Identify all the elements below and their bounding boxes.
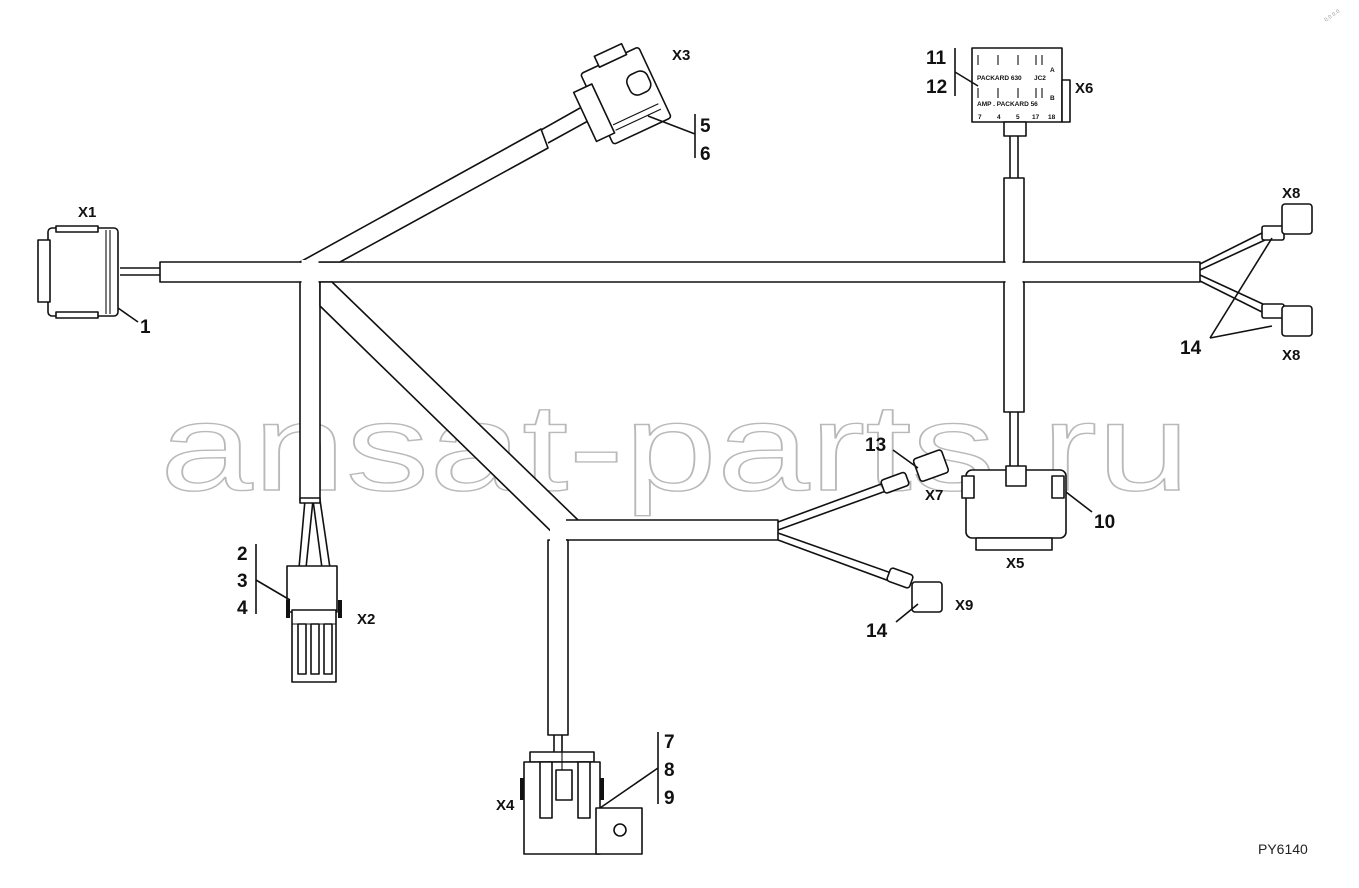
x6-pin-label: 7: [978, 114, 982, 121]
x6-row-a-marking: A: [1050, 67, 1055, 74]
main-trunk-harness: [159, 261, 1201, 283]
branch-harness-x3: [299, 128, 549, 263]
callout-10: 10: [1094, 512, 1115, 533]
branch-harness-x6: [1003, 177, 1025, 263]
branch-harness-x5: [1003, 281, 1025, 413]
x6-pin-label: 17: [1032, 114, 1040, 121]
connector-label-x3: X3: [672, 47, 690, 64]
x6-packard630-marking: PACKARD 630: [977, 75, 1022, 82]
callout-14-x9: 14: [866, 621, 888, 642]
branch-harness-x2: [299, 281, 321, 501]
connector-x3: [572, 42, 672, 145]
x6-jc2-marking: JC2: [1034, 75, 1046, 82]
connector-label-x6: X6: [1075, 80, 1093, 97]
callout-9: 9: [664, 788, 675, 809]
callout-6: 6: [700, 144, 711, 165]
connector-x2: [286, 565, 342, 683]
connector-x7: [880, 449, 950, 494]
connector-x1: [37, 225, 119, 319]
connector-label-x5: X5: [1006, 555, 1024, 572]
branch-harness-x4: [547, 539, 569, 736]
connector-label-x8-top: X8: [1282, 185, 1300, 202]
connector-x6: PACKARD 630 JC2 A B AMP . PACKARD 56 7 4…: [971, 47, 1071, 137]
callout-12: 12: [926, 77, 947, 98]
x6-pin-label: 18: [1048, 114, 1056, 121]
callout-14-right: 14: [1180, 338, 1202, 359]
connector-label-x2: X2: [357, 611, 375, 628]
callout-1: 1: [140, 317, 151, 338]
callout-8: 8: [664, 760, 675, 781]
drawing-reference: PY6140: [1258, 841, 1308, 857]
x6-row-b-marking: B: [1050, 95, 1055, 102]
callout-13: 13: [865, 435, 886, 456]
connector-label-x7: X7: [925, 487, 943, 504]
callout-3: 3: [237, 571, 248, 592]
connector-label-x9: X9: [955, 597, 973, 614]
connector-label-x4: X4: [496, 797, 515, 814]
connector-label-x1: X1: [78, 204, 96, 221]
callout-2: 2: [237, 544, 248, 565]
connector-x4: [520, 736, 643, 855]
callout-5: 5: [700, 116, 711, 137]
x6-pin-label: 5: [1016, 114, 1020, 121]
corner-stamp: 0.0 0.0: [1323, 9, 1341, 24]
x6-amp-packard56-marking: AMP . PACKARD 56: [977, 101, 1038, 108]
connector-x9: [886, 567, 943, 613]
center-trunk-harness: [557, 519, 779, 541]
connector-x8-bottom: [1261, 303, 1313, 337]
connector-x8-top: [1261, 203, 1313, 241]
x6-pin-label: 4: [997, 114, 1001, 121]
callout-7: 7: [664, 732, 675, 753]
connector-x5: [961, 465, 1067, 551]
connector-label-x8-bottom: X8: [1282, 347, 1300, 364]
callout-11: 11: [926, 48, 947, 69]
callout-4: 4: [237, 598, 248, 619]
